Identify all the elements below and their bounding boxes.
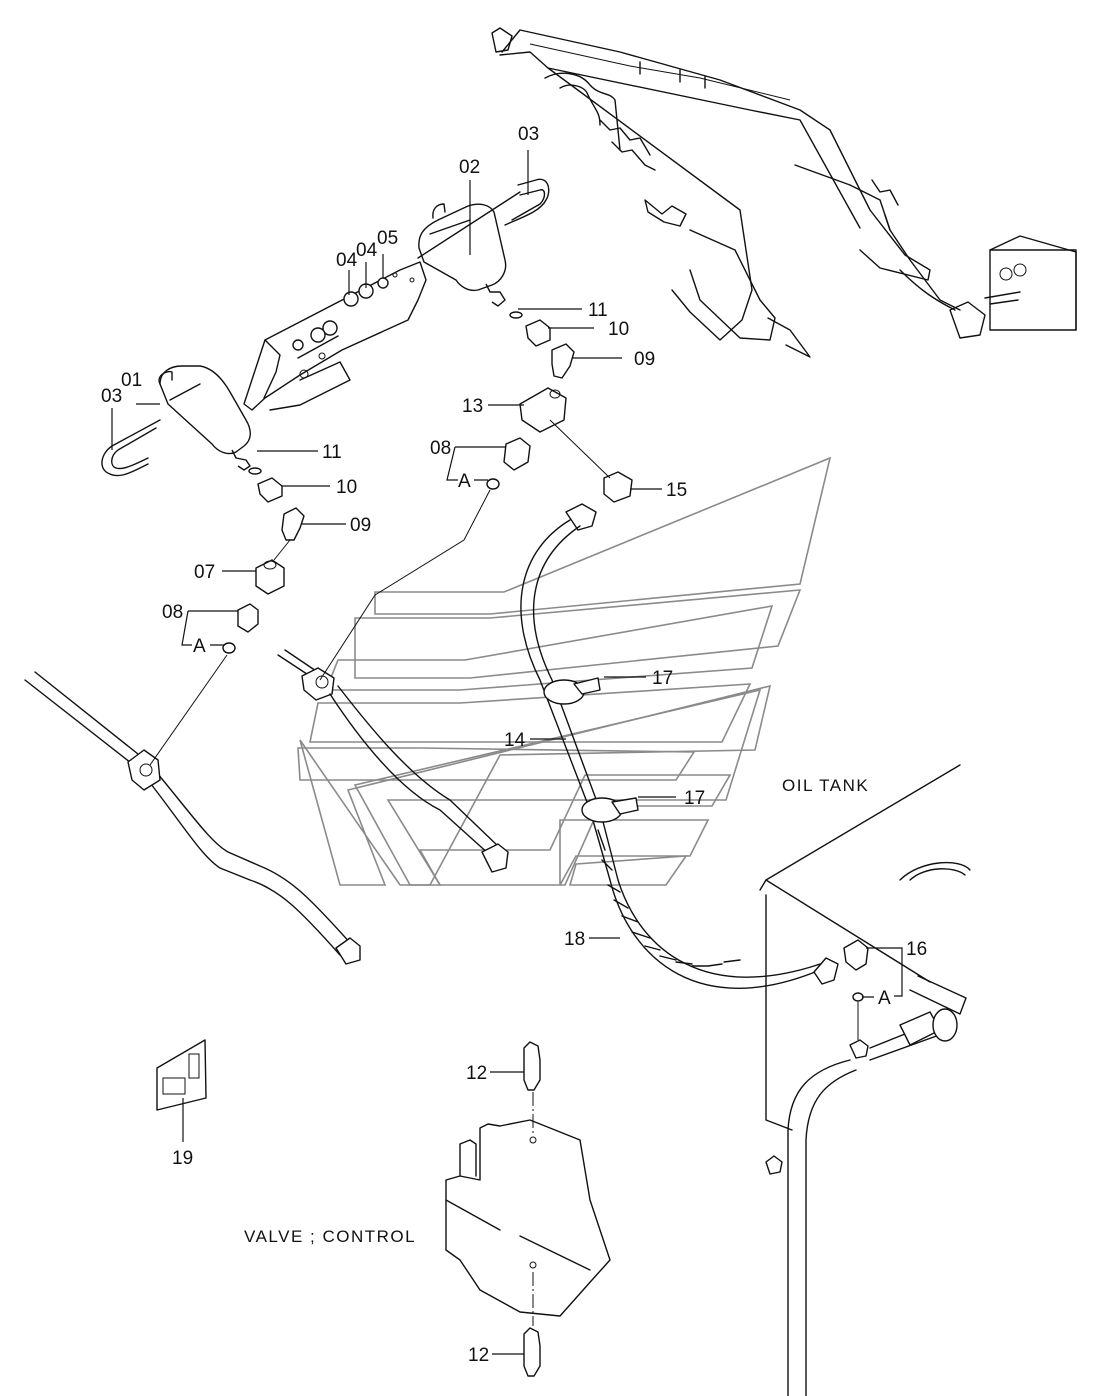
marker-a-left: A bbox=[193, 636, 206, 657]
boom-arm-illustration bbox=[491, 27, 1077, 358]
nameplate-19 bbox=[156, 1039, 207, 1111]
leader-a-left-pipe bbox=[149, 654, 228, 766]
control-valve-caption: VALVE ; CONTROL bbox=[244, 1227, 416, 1246]
callout-07[interactable]: 07 bbox=[194, 562, 215, 583]
marker-a-tank: A bbox=[878, 988, 891, 1009]
callout-16[interactable]: 16 bbox=[906, 939, 927, 960]
callout-12-top[interactable]: 12 bbox=[466, 1063, 487, 1084]
callout-08-left[interactable]: 08 bbox=[162, 602, 183, 623]
callout-01[interactable]: 01 bbox=[121, 370, 142, 391]
mounting-bracket bbox=[243, 261, 427, 411]
callout-14[interactable]: 14 bbox=[504, 730, 526, 751]
hose-14-18 bbox=[520, 503, 839, 989]
leader-a-middle-pipe bbox=[319, 489, 491, 681]
u-bolt-03-left bbox=[101, 419, 161, 477]
callout-11-left[interactable]: 11 bbox=[322, 442, 342, 463]
left-pipe bbox=[24, 671, 361, 965]
callout-09-right[interactable]: 09 bbox=[634, 349, 655, 370]
marker-a-right: A bbox=[458, 471, 471, 492]
middle-pipe bbox=[277, 649, 509, 873]
callout-05[interactable]: 05 bbox=[377, 228, 398, 249]
callout-08-right[interactable]: 08 bbox=[430, 438, 451, 459]
callout-02[interactable]: 02 bbox=[459, 157, 480, 178]
left-fitting-stack bbox=[222, 467, 305, 654]
callout-11-right[interactable]: 11 bbox=[588, 300, 608, 321]
callout-17-upper[interactable]: 17 bbox=[652, 668, 673, 689]
callout-10-right[interactable]: 10 bbox=[608, 319, 629, 340]
watermark-logo bbox=[297, 456, 832, 886]
callout-17-lower[interactable]: 17 bbox=[684, 788, 705, 809]
callout-labels: 01 02 03 03 04 04 05 07 08 08 09 09 10 1… bbox=[101, 124, 927, 1366]
callout-10-left[interactable]: 10 bbox=[336, 477, 357, 498]
pilot-filter-01 bbox=[158, 365, 251, 471]
callout-03-upper[interactable]: 03 bbox=[518, 124, 539, 145]
callout-04-first[interactable]: 04 bbox=[336, 250, 358, 271]
pilot-filter-02 bbox=[418, 203, 507, 307]
callout-09-left[interactable]: 09 bbox=[350, 515, 371, 536]
callout-18[interactable]: 18 bbox=[564, 929, 585, 950]
callout-04-second[interactable]: 04 bbox=[356, 240, 378, 261]
callout-15[interactable]: 15 bbox=[666, 480, 687, 501]
callout-03-left[interactable]: 03 bbox=[101, 386, 122, 407]
callout-12-bottom[interactable]: 12 bbox=[468, 1345, 489, 1366]
oil-tank-illustration bbox=[759, 764, 971, 1396]
right-fitting-stack bbox=[486, 311, 633, 503]
callout-19[interactable]: 19 bbox=[172, 1148, 193, 1169]
control-valve-illustration bbox=[445, 1041, 611, 1377]
oil-tank-caption: OIL TANK bbox=[782, 776, 869, 795]
leader-lines bbox=[111, 150, 903, 1355]
callout-13[interactable]: 13 bbox=[462, 396, 483, 417]
u-bolt-03-upper bbox=[417, 178, 550, 259]
